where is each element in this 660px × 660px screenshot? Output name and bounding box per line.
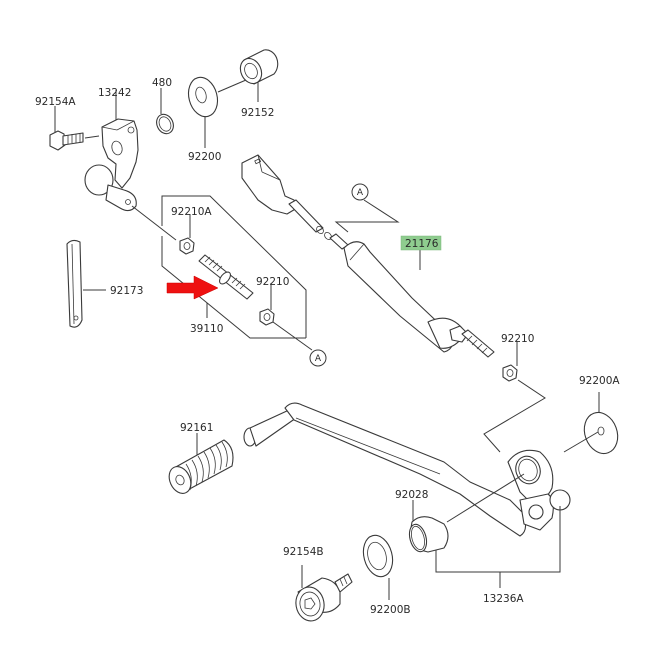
part-480-circlip[interactable]	[154, 112, 177, 137]
part-92173-plate[interactable]	[66, 239, 83, 328]
part-13236A-shift-pedal[interactable]	[243, 402, 571, 537]
label-92154A[interactable]: 92154A	[35, 96, 76, 108]
label-13236A[interactable]: 13236A	[483, 593, 524, 605]
arrow-icon	[166, 275, 219, 300]
red-arrow-indicator	[166, 275, 219, 300]
bracket-upper	[161, 195, 307, 338]
label-39110[interactable]: 39110	[190, 323, 223, 335]
part-21176-connector[interactable]	[241, 154, 325, 235]
part-92161-rubber-pedal[interactable]	[165, 439, 234, 497]
label-92210A[interactable]: 92210A	[171, 206, 212, 218]
part-92154B-bolt[interactable]	[293, 573, 353, 623]
part-92028-bush[interactable]	[407, 516, 449, 554]
label-92210-left[interactable]: 92210	[256, 276, 289, 288]
part-92200-washer[interactable]	[184, 74, 221, 120]
connector-nut-refA	[272, 321, 313, 351]
part-92210-nut-left[interactable]	[259, 308, 275, 326]
label-92200A[interactable]: 92200A	[579, 375, 620, 387]
label-92200B[interactable]: 92200B	[370, 604, 411, 616]
connector-bush-pedal	[446, 473, 525, 523]
label-92152[interactable]: 92152	[241, 107, 274, 119]
svg-text:A: A	[357, 188, 364, 198]
label-92200[interactable]: 92200	[188, 151, 221, 163]
part-39110-tie-rod[interactable]	[198, 254, 254, 300]
label-21176-highlight[interactable]: 21176	[400, 235, 442, 251]
label-92154B[interactable]: 92154B	[283, 546, 324, 558]
label-480[interactable]: 480	[152, 77, 172, 89]
connector-bolt-arm	[84, 135, 100, 139]
bracket-lower	[161, 236, 306, 339]
connector-92200-92152	[217, 79, 247, 93]
label-92161[interactable]: 92161	[180, 422, 213, 434]
part-92200B-washer[interactable]	[359, 532, 397, 580]
connector-washer-pedal	[563, 431, 599, 453]
connector-arm-nut	[131, 205, 177, 241]
label-92028[interactable]: 92028	[395, 489, 428, 501]
ref-a-lower: A	[309, 349, 327, 367]
part-92154A-bolt[interactable]	[49, 130, 84, 151]
bracket-13236A	[435, 506, 561, 573]
svg-text:A: A	[315, 354, 322, 364]
connector-refA-sensor	[334, 199, 400, 233]
label-13242[interactable]: 13242	[98, 87, 131, 99]
part-13242-shift-arm[interactable]	[84, 118, 139, 212]
label-21176: 21176	[405, 238, 439, 250]
part-92210A-nut[interactable]	[179, 237, 195, 255]
label-92173[interactable]: 92173	[110, 285, 143, 297]
part-92200A-washer[interactable]	[579, 408, 623, 458]
part-92152-collar[interactable]	[236, 49, 279, 87]
connector-nut-pedal	[483, 379, 546, 453]
part-92210-nut-right[interactable]	[502, 364, 518, 382]
label-92210-right[interactable]: 92210	[501, 333, 534, 345]
part-21176-sensor-rod[interactable]	[323, 231, 495, 358]
ref-a-upper: A	[351, 183, 369, 201]
